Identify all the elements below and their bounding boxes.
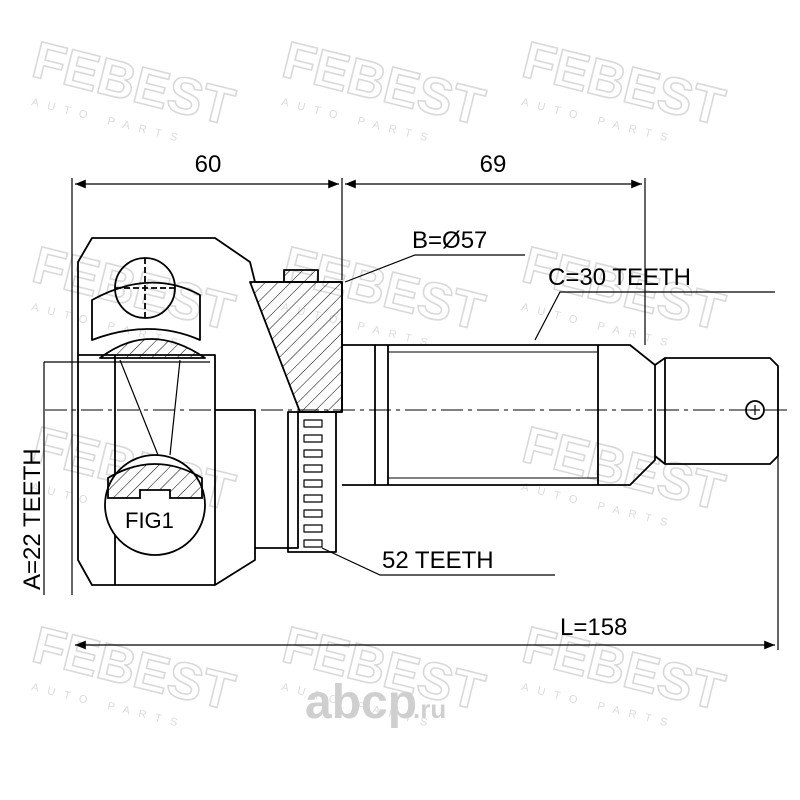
dim-outer-spline: C=30 TEETH xyxy=(548,264,691,291)
dimension-lines xyxy=(43,178,779,650)
inner-race xyxy=(99,338,206,359)
abs-teeth xyxy=(303,419,323,548)
threaded-tip xyxy=(654,357,779,465)
shaft-neck xyxy=(342,344,376,486)
fig1-detail xyxy=(104,359,206,556)
dim-shaft-length: 69 xyxy=(480,151,507,178)
site-logo-text: abcp xyxy=(305,676,417,729)
dim-inner-spline: A=22 TEETH xyxy=(19,448,46,590)
dim-housing-length: 60 xyxy=(195,151,222,178)
part-outline xyxy=(77,237,779,586)
fig1-label: FIG1 xyxy=(125,508,174,533)
bearing-cage xyxy=(91,281,201,341)
site-logo-suffix: .ru xyxy=(413,694,446,724)
stem-section xyxy=(249,281,343,413)
dim-abs-ring: 52 TEETH xyxy=(382,547,494,574)
dim-outer-diameter: B=Ø57 xyxy=(412,227,487,254)
dim-total-length: L=158 xyxy=(560,614,627,641)
abs-ring xyxy=(287,411,337,553)
site-logo: abcp .ru xyxy=(305,676,446,729)
boot-band xyxy=(283,269,319,283)
splined-shaft xyxy=(375,344,656,486)
